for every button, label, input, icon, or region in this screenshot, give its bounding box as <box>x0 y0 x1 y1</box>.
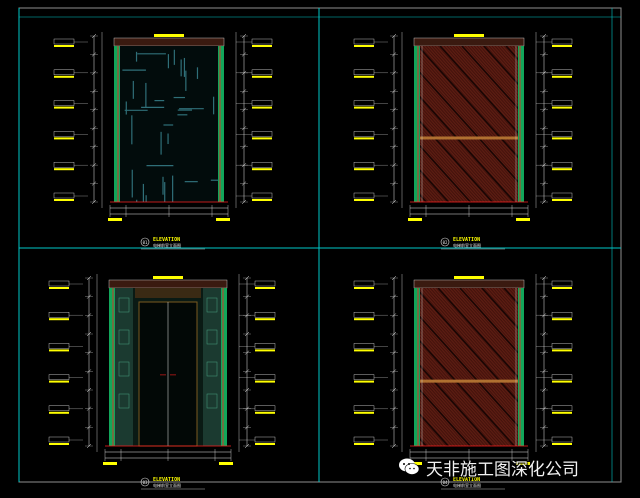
sheet-frame <box>18 7 622 483</box>
panel-number: 04 <box>443 480 448 485</box>
wechat-icon <box>398 456 420 478</box>
panel-subtitle: 电梯前室立面图 <box>153 482 181 488</box>
panel-subtitle: 电梯前室立面图 <box>453 242 481 248</box>
panel-title: ELEVATION <box>153 477 180 483</box>
panel-title: ELEVATION <box>453 477 480 483</box>
panel-subtitle: 电梯前室立面图 <box>153 242 181 248</box>
panel-title: ELEVATION <box>153 237 180 243</box>
panel-number: 02 <box>443 240 448 245</box>
watermark: 天非施工图深化公司 <box>398 452 640 482</box>
panel-subtitle: 电梯前室立面图 <box>453 482 481 488</box>
panel-number: 01 <box>143 240 148 245</box>
panel-number: 03 <box>143 480 148 485</box>
watermark-text: 天非施工图深化公司 <box>426 459 579 480</box>
panel-title: ELEVATION <box>453 237 480 243</box>
